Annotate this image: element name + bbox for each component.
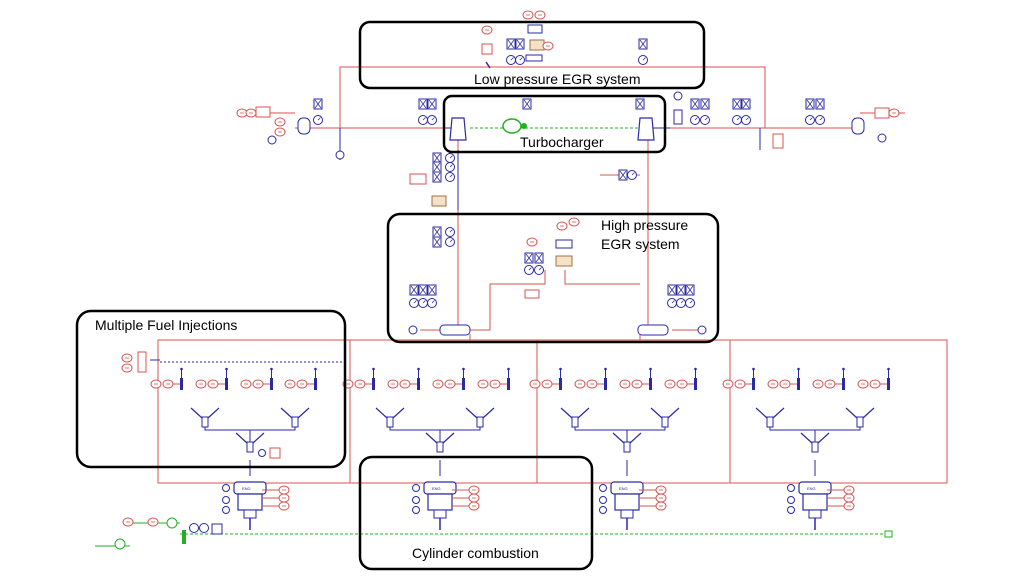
turbocharger-components: [449, 117, 655, 141]
intake-exhaust-sensors: [236, 91, 900, 160]
high-pressure-egr-label-line2: EGR system: [601, 236, 680, 252]
fuel-injectors: [121, 351, 890, 459]
cylinder-combustion-section: Cylinder combustion: [358, 455, 594, 571]
cylinder-combustion-label: Cylinder combustion: [412, 545, 539, 561]
low-pressure-egr-components: [481, 10, 648, 69]
turbocharger-section: Turbocharger: [442, 94, 667, 154]
low-pressure-egr-label: Low pressure EGR system: [474, 71, 641, 87]
high-pressure-egr-label-line1: High pressure: [601, 217, 688, 233]
crank-train: [114, 517, 893, 550]
low-pressure-egr-section: Low pressure EGR system: [358, 20, 706, 90]
cylinders: [223, 482, 855, 530]
high-pressure-egr-section: High pressure EGR system: [386, 212, 720, 344]
multiple-fuel-injections-label: Multiple Fuel Injections: [95, 317, 237, 333]
high-pressure-egr-components: [408, 152, 707, 336]
turbocharger-label: Turbocharger: [520, 134, 604, 150]
component-links: [150, 127, 861, 476]
multiple-fuel-injections-section: Multiple Fuel Injections: [75, 309, 347, 469]
